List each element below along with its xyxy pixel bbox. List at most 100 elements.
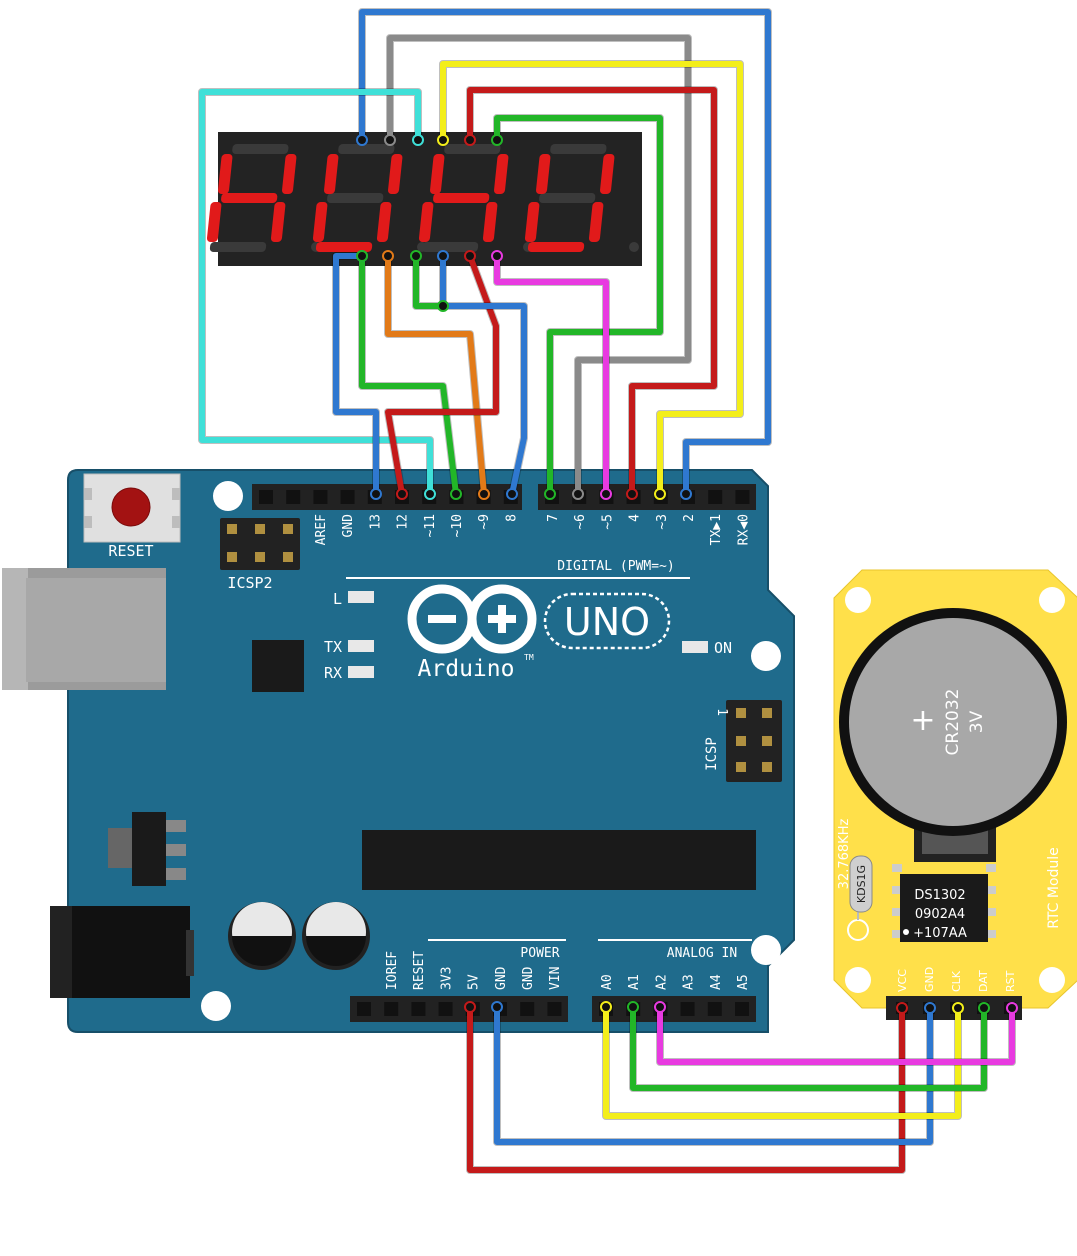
header-pin[interactable]: [708, 490, 723, 504]
icsp-header: [726, 700, 782, 782]
wire-endpoint: [478, 488, 490, 500]
wire-shadow: [332, 252, 380, 498]
power-pin-label: RESET: [412, 951, 427, 990]
digit: [418, 144, 533, 252]
voltage-regulator: [108, 812, 186, 886]
segment-e: [206, 202, 222, 242]
header-pin[interactable]: [411, 1002, 426, 1016]
wire-endpoint: [370, 488, 382, 500]
icsp-label: ICSP: [704, 737, 720, 771]
digital-pin-label: AREF: [314, 514, 329, 545]
led-on-label: ON: [714, 639, 732, 657]
wire-green[interactable]: [413, 253, 446, 309]
wire-yellow[interactable]: [440, 61, 743, 497]
wire-red[interactable]: [467, 87, 717, 497]
segment-e: [418, 202, 434, 242]
segment-d: [315, 242, 373, 252]
wire-endpoint: [464, 1001, 476, 1013]
wire-endpoint: [412, 134, 424, 146]
icsp2-label: ICSP2: [227, 574, 272, 592]
segment-e: [312, 202, 328, 242]
segment-f: [536, 154, 551, 194]
segment-a: [550, 144, 607, 154]
arduino-logo: [407, 584, 537, 654]
wire-green[interactable]: [630, 1004, 987, 1091]
usb-connector: [2, 568, 166, 690]
capacitor: [302, 902, 370, 970]
chip-line1: DS1302: [914, 888, 965, 903]
segment-c: [482, 202, 498, 242]
wire-endpoint: [464, 250, 476, 262]
header-pin[interactable]: [384, 1002, 399, 1016]
power-pin-label: VIN: [548, 967, 563, 990]
digital-pin-label: 7: [546, 514, 561, 522]
analog-pin-label: A2: [654, 974, 669, 990]
header-pin[interactable]: [438, 1002, 453, 1016]
digit: [206, 144, 321, 252]
wire-green[interactable]: [494, 115, 663, 497]
digital-pin-label: ~11: [423, 514, 438, 537]
digit: [312, 144, 427, 252]
led-l: [348, 591, 374, 603]
segment-d: [421, 242, 479, 252]
wire-green[interactable]: [359, 253, 459, 497]
chip-line3: +107AA: [913, 926, 967, 941]
digital-pin-label: TX▶1: [709, 514, 724, 545]
wire-endpoint: [572, 488, 584, 500]
rtc-module: + CR2032 3V 32.768KHz KDS1G DS1302 0902A…: [833, 569, 1077, 1020]
mounting-hole: [213, 481, 243, 511]
chip-line2: 0902A4: [915, 907, 965, 922]
wire-endpoint: [464, 134, 476, 146]
rtc-pin-label: VCC: [896, 969, 909, 992]
wire-magenta[interactable]: [657, 1004, 1015, 1065]
crystal-marking: KDS1G: [855, 865, 868, 903]
header-pin[interactable]: [547, 1002, 562, 1016]
header-pin[interactable]: [313, 490, 328, 504]
header-pin[interactable]: [520, 1002, 535, 1016]
power-header-label: POWER: [520, 946, 559, 961]
battery-model: CR2032: [943, 689, 963, 756]
header-pin[interactable]: [707, 1002, 722, 1016]
reset-button[interactable]: [83, 473, 181, 543]
wire-endpoint: [410, 250, 422, 262]
rtc-module-label: RTC Module: [1046, 847, 1062, 929]
seven-segment-display: [206, 132, 642, 266]
wire-blue[interactable]: [440, 253, 527, 497]
wire-grey[interactable]: [387, 35, 691, 497]
digital-pin-label: RX◀0: [736, 514, 751, 545]
wire-blue[interactable]: [333, 253, 379, 497]
digital-header-label: DIGITAL (PWM=~): [557, 559, 674, 574]
header-pin[interactable]: [340, 490, 355, 504]
wire-endpoint: [680, 488, 692, 500]
header-pin[interactable]: [735, 490, 750, 504]
digital-pin-label: ~6: [573, 514, 588, 530]
segment-c: [270, 202, 286, 242]
dc-power-jack: [50, 906, 194, 998]
header-pin[interactable]: [286, 490, 301, 504]
decimal-point: [629, 242, 639, 252]
wire-endpoints: [356, 134, 1018, 1014]
reset-label: RESET: [108, 542, 153, 560]
wire-cyan[interactable]: [199, 89, 433, 497]
wire-blue[interactable]: [359, 9, 771, 497]
header-pin[interactable]: [735, 1002, 749, 1016]
header-pin[interactable]: [357, 1002, 371, 1016]
segment-f: [324, 154, 339, 194]
crystal-frequency: 32.768KHz: [837, 819, 852, 890]
digital-pin-label: 8: [504, 514, 519, 522]
wire-blue[interactable]: [494, 1004, 933, 1145]
segment-f: [218, 154, 233, 194]
mounting-hole: [845, 587, 871, 613]
rtc-pin-label: DAT: [977, 970, 990, 992]
wire-red[interactable]: [385, 253, 499, 497]
led-on: [682, 641, 708, 653]
power-pin-label: 3V3: [439, 967, 454, 990]
wire-magenta[interactable]: [494, 253, 609, 497]
mounting-hole: [845, 967, 871, 993]
wire-endpoint: [654, 1001, 666, 1013]
segment-e: [524, 202, 540, 242]
wire-endpoint: [627, 1001, 639, 1013]
header-pin[interactable]: [259, 490, 273, 504]
header-pin[interactable]: [680, 1002, 695, 1016]
analog-header: [592, 996, 756, 1022]
